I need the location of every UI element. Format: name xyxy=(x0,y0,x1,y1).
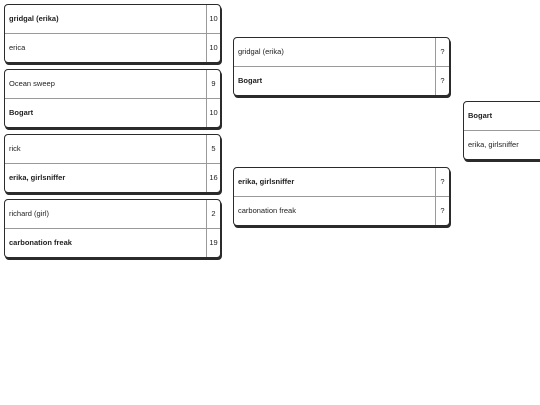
team-slot[interactable]: Bogart 10 xyxy=(5,99,220,127)
team-score: 16 xyxy=(206,164,220,192)
team-score: 2 xyxy=(206,200,220,228)
bracket-match-final[interactable]: Bogart erika, girlsniffer xyxy=(463,101,540,160)
team-score: ? xyxy=(435,67,449,95)
team-slot[interactable]: Bogart ? xyxy=(234,67,449,95)
team-slot[interactable]: erika, girlsniffer 16 xyxy=(5,164,220,192)
team-name: carbonation freak xyxy=(238,206,296,215)
bracket-match-r2-m2[interactable]: erika, girlsniffer ? carbonation freak ? xyxy=(233,167,450,226)
team-slot[interactable]: carbonation freak ? xyxy=(234,197,449,225)
bracket-match-r2-m1[interactable]: gridgal (erika) ? Bogart ? xyxy=(233,37,450,96)
team-name: richard (girl) xyxy=(9,209,50,218)
team-name: rick xyxy=(9,144,21,153)
bracket-match-r1-m4[interactable]: richard (girl) 2 carbonation freak 19 xyxy=(4,199,221,258)
team-score: ? xyxy=(435,168,449,196)
bracket-match-r1-m3[interactable]: rick 5 erika, girlsniffer 16 xyxy=(4,134,221,193)
team-slot[interactable]: carbonation freak 19 xyxy=(5,229,220,257)
team-name: gridgal (erika) xyxy=(9,14,59,23)
team-score: 10 xyxy=(206,5,220,33)
team-score: 10 xyxy=(206,99,220,127)
team-score: ? xyxy=(435,197,449,225)
team-name: erika, girlsniffer xyxy=(468,140,519,149)
team-slot[interactable]: erika, girlsniffer xyxy=(464,131,540,159)
bracket-match-r1-m1[interactable]: gridgal (erika) 10 erica 10 xyxy=(4,4,221,63)
team-slot[interactable]: Bogart xyxy=(464,102,540,131)
team-name: gridgal (erika) xyxy=(238,47,284,56)
team-score: ? xyxy=(435,38,449,66)
team-score: 10 xyxy=(206,34,220,62)
team-slot[interactable]: richard (girl) 2 xyxy=(5,200,220,229)
team-name: Ocean sweep xyxy=(9,79,55,88)
team-score: 19 xyxy=(206,229,220,257)
team-slot[interactable]: gridgal (erika) ? xyxy=(234,38,449,67)
team-name: Bogart xyxy=(9,108,34,117)
team-slot[interactable]: rick 5 xyxy=(5,135,220,164)
team-slot[interactable]: Ocean sweep 9 xyxy=(5,70,220,99)
team-name: carbonation freak xyxy=(9,238,72,247)
bracket-match-r1-m2[interactable]: Ocean sweep 9 Bogart 10 xyxy=(4,69,221,128)
team-score: 9 xyxy=(206,70,220,98)
team-name: erika, girlsniffer xyxy=(238,177,295,186)
team-name: erika, girlsniffer xyxy=(9,173,66,182)
team-slot[interactable]: erika, girlsniffer ? xyxy=(234,168,449,197)
team-score: 5 xyxy=(206,135,220,163)
team-name: Bogart xyxy=(238,76,263,85)
team-name: erica xyxy=(9,43,26,52)
team-slot[interactable]: erica 10 xyxy=(5,34,220,62)
team-slot[interactable]: gridgal (erika) 10 xyxy=(5,5,220,34)
team-name: Bogart xyxy=(468,111,493,120)
